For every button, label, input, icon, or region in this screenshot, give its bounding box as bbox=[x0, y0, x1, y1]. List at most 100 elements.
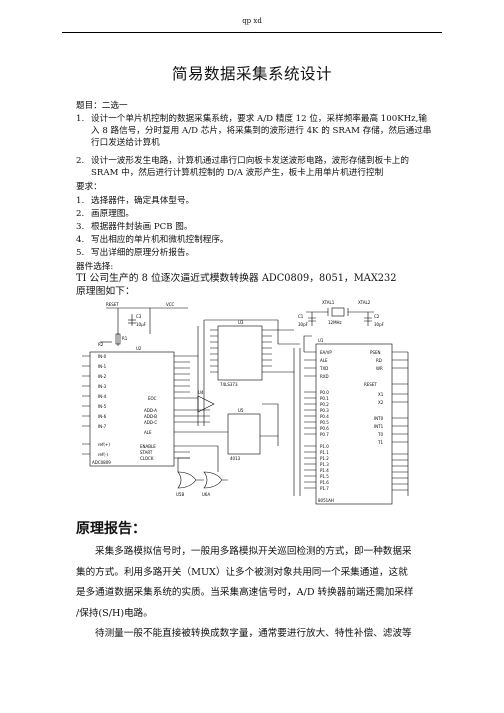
c2-label: C2 bbox=[374, 314, 380, 319]
report-paragraph-1: 采集多路模拟信号时，一般用多路模拟开关巡回检测的方式，即一种数据采 集的方式。利… bbox=[76, 542, 440, 624]
mcu-pin-p12: P1.2 bbox=[320, 456, 329, 461]
adc-pin-add-b: ADD-B bbox=[144, 414, 157, 419]
requirement-text: 根据器件封装画 PCB 图。 bbox=[91, 222, 193, 232]
topic-item-2: 2. 设计一波形发生电路，计算机通过串行口向板卡发送波形电路，波形存储到板卡上的… bbox=[76, 155, 456, 178]
report-line: 采集多路模拟信号时，一般用多路模拟开关巡回检测的方式，即一种数据采 bbox=[95, 546, 412, 557]
topic-intro: 题目：二选一 bbox=[76, 101, 128, 111]
r2-label: R2 bbox=[98, 342, 104, 347]
page-header: qp xd bbox=[62, 10, 442, 33]
gate2-label: U6A bbox=[202, 492, 210, 497]
mcu-pin-p11: P1.1 bbox=[320, 450, 329, 455]
header-text: qp xd bbox=[242, 17, 262, 25]
adc-pin-in2: IN-2 bbox=[98, 374, 107, 379]
adc-pin-clock: CLOCK bbox=[140, 456, 154, 461]
mcu-pin-t1: T1 bbox=[377, 440, 383, 445]
topic-line: 设计一波形发生电路，计算机通过串行口向板卡发送波形电路，波形存储到板卡上的 bbox=[91, 156, 409, 166]
circuit-schematic: RESET C3 10μF R1 VCC R2 ADC0809 U2 IN-0 … bbox=[82, 300, 409, 505]
mcu-pin-p03: P0.3 bbox=[320, 408, 329, 413]
latch-74ls373-chip: 74LS373 U3 bbox=[197, 320, 272, 426]
adc-pin-in6: IN-6 bbox=[98, 414, 107, 419]
mcu-pin-ale: ALE bbox=[320, 358, 328, 363]
adc-pin-in5: IN-5 bbox=[98, 404, 107, 409]
schematic-label: 原理图如下： bbox=[76, 286, 135, 297]
topic-line: 设计一个单片机控制的数据采集系统，要求 A/D 精度 12 位，采样频率最高 1… bbox=[91, 114, 427, 124]
mcu-pin-rxd: RXD bbox=[320, 374, 329, 379]
vcc-label: VCC bbox=[166, 302, 175, 307]
c3-label: C3 bbox=[136, 314, 142, 319]
adc-pin-enable: ENABLE bbox=[140, 444, 156, 449]
u1-label: U1 bbox=[318, 338, 324, 343]
mcu-pin-p04: P0.4 bbox=[320, 414, 329, 419]
u2-label: U2 bbox=[136, 346, 142, 351]
report-line: 是多通道数据采集系统的实质。当采集高速信号时，A/D 转换器前端还需加采样 bbox=[76, 587, 414, 598]
topic-line: SRAM 中，然后进行计算机控制的 D/A 波形产生，板卡上用单片机进行控制 bbox=[91, 168, 384, 179]
report-line: 集的方式。利用多路开关（MUX）让多个被测对象共用同一个采集通道，这就 bbox=[76, 566, 408, 578]
adc-pin-start: START bbox=[140, 450, 153, 455]
cap1-label: 30pF bbox=[298, 322, 309, 327]
adc0809-chip: ADC0809 U2 IN-0 IN-1 IN-2 IN-3 IN-4 IN-5… bbox=[82, 346, 190, 467]
mcu-pin-psen: PSEN bbox=[370, 350, 380, 355]
c1-label: C1 bbox=[298, 314, 304, 319]
reset-network: RESET C3 10μF R1 VCC R2 bbox=[98, 302, 188, 347]
mcu-pin-p07: P0.7 bbox=[320, 432, 329, 437]
topic-item-1: 1. 设计一个单片机控制的数据采集系统，要求 A/D 精度 12 位，采样频率最… bbox=[76, 113, 456, 148]
mcu-pin-p17: P1.7 bbox=[320, 486, 329, 491]
mcu-pin-p14: P1.4 bbox=[320, 468, 329, 473]
adc-label: ADC0809 bbox=[92, 460, 111, 465]
mcu-pin-int0: INT0 bbox=[374, 416, 384, 421]
adc-pin-add-c: ADD-C bbox=[144, 420, 157, 425]
cap3-label: 10μF bbox=[136, 322, 147, 327]
adc-pin-in0: IN-0 bbox=[98, 354, 107, 359]
mcu-pin-txd: TXD bbox=[319, 366, 328, 371]
topic-number: 2. bbox=[76, 156, 85, 166]
mcu-pin-p05: P0.5 bbox=[320, 420, 329, 425]
components-label: 器件选择: bbox=[76, 262, 114, 272]
logic-gates: U4 4013 U5 U5B U6A bbox=[176, 390, 278, 497]
adc-pin-in3: IN-3 bbox=[98, 384, 107, 389]
requirement-item-1: 1.选择器件，确定具体型号。 bbox=[76, 195, 456, 207]
mcu-pin-int1: INT1 bbox=[374, 424, 384, 429]
mcu-pin-p00: P0.0 bbox=[320, 390, 329, 395]
topic-number: 1. bbox=[76, 114, 85, 124]
xtal2-label: XTAL2 bbox=[358, 300, 371, 305]
requirement-number: 4. bbox=[76, 235, 85, 245]
r1-label: R1 bbox=[122, 336, 128, 341]
adc-pin-ref-minus: ref(-) bbox=[98, 452, 108, 457]
requirement-number: 3. bbox=[76, 222, 85, 232]
components-line: TI 公司生产的 8 位逐次逼近式模数转换器 ADC0809，8051，MAX2… bbox=[76, 273, 397, 284]
reset-label: RESET bbox=[106, 302, 119, 307]
mcu-pin-p10: P1.0 bbox=[320, 444, 329, 449]
mcu-pin-p06: P0.6 bbox=[320, 426, 329, 431]
requirement-item-2: 2. 画原理图。 bbox=[76, 208, 456, 220]
requirements-label: 要求： bbox=[76, 182, 102, 192]
requirement-text: 画原理图。 bbox=[91, 209, 134, 219]
report-heading: 原理报告： bbox=[76, 521, 146, 537]
adc-pin-ale: ALE bbox=[144, 430, 152, 435]
mcu-pin-rd: RD bbox=[376, 358, 382, 363]
mcu-pin-p16: P1.6 bbox=[320, 480, 329, 485]
mcu-pin-x2: X2 bbox=[378, 400, 384, 405]
requirement-number: 2. bbox=[76, 209, 85, 219]
mcu-8051-chip: 8051AH U1 EA/VP ALE TXD RXD P0.0 P0.1 P0… bbox=[293, 338, 408, 505]
gate1-label: U5B bbox=[176, 492, 184, 497]
crystal-oscillator: XTAL1 XTAL2 12MHz C1 30pF C2 30pF bbox=[298, 300, 385, 327]
mcu-label: 8051AH bbox=[318, 498, 334, 503]
mcu-pin-p01: P0.1 bbox=[320, 396, 329, 401]
xtal1-label: XTAL1 bbox=[322, 300, 335, 305]
mcu-pin-p15: P1.5 bbox=[320, 474, 329, 479]
u3-label: U3 bbox=[238, 320, 244, 325]
cap2-label: 30pF bbox=[374, 322, 385, 327]
requirement-item-4: 4.写出相应的单片机和微机控制程序。 bbox=[76, 234, 456, 246]
u5-label: U5 bbox=[238, 408, 244, 413]
requirement-text: 选择器件，确定具体型号。 bbox=[91, 196, 195, 206]
adc-pin-add-a: ADD-A bbox=[144, 408, 157, 413]
topic-line: 入 8 路信号，分时复用 A/D 芯片，将采集到的波形进行 4K 的 SRAM … bbox=[91, 126, 432, 137]
adc-pin-in7: IN-7 bbox=[98, 424, 107, 429]
requirement-item-5: 5.写出详细的原理分析报告。 bbox=[76, 247, 456, 259]
latch-label: 74LS373 bbox=[220, 382, 238, 387]
ff-label: 4013 bbox=[230, 456, 241, 461]
bus-wires bbox=[190, 319, 409, 496]
report-paragraph-2: 待测量一般不能直接被转换成数字量，通常要进行放大、特性补偿、滤波等 bbox=[76, 624, 440, 645]
mcu-pin-ea: EA/VP bbox=[320, 350, 332, 355]
crystal-freq-label: 12MHz bbox=[328, 320, 342, 325]
